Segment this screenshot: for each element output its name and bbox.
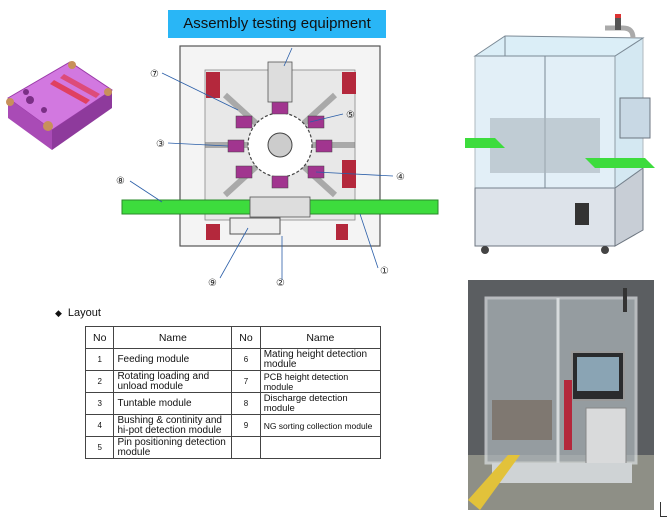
table-row: 2 Rotating loading and unload module 7 P… xyxy=(84,370,382,393)
module-name: Bushing & continity and hi-pot detection… xyxy=(113,414,233,437)
table-row: 4 Bushing & continity and hi-pot detecti… xyxy=(84,414,382,437)
machine-photo-image xyxy=(468,280,654,510)
layout-heading: ◆Layout xyxy=(55,307,101,319)
column-header-name: Name xyxy=(113,326,233,349)
part-render-image xyxy=(6,61,113,150)
module-name: Discharge detection module xyxy=(259,392,382,415)
module-name: Pin positioning detection module xyxy=(113,436,233,459)
column-header-no: No xyxy=(84,326,115,349)
table-row: 3 Tuntable module 8 Discharge detection … xyxy=(84,392,382,415)
diamond-bullet-icon: ◆ xyxy=(55,308,62,318)
module-name: NG sorting collection module xyxy=(259,414,382,437)
callout-4: ④ xyxy=(396,172,405,183)
row-number: 4 xyxy=(84,414,115,437)
row-number: 9 xyxy=(231,414,261,437)
module-name: Feeding module xyxy=(113,348,233,371)
row-number: 3 xyxy=(84,392,115,415)
module-name: Tuntable module xyxy=(113,392,233,415)
column-header-no: No xyxy=(231,326,261,349)
diagram-title: Assembly testing equipment xyxy=(168,10,386,38)
machine-render-image xyxy=(465,14,655,254)
table-row: 5 Pin positioning detection module xyxy=(84,436,382,459)
module-name: Rotating loading and unload module xyxy=(113,370,233,393)
callout-5: ⑤ xyxy=(346,110,355,121)
row-number: 2 xyxy=(84,370,115,393)
callout-1: ① xyxy=(380,266,389,277)
row-number xyxy=(231,436,261,459)
module-name: PCB height detection module xyxy=(259,370,382,393)
table-row: 1 Feeding module 6 Mating height detecti… xyxy=(84,348,382,371)
column-header-name: Name xyxy=(259,326,382,349)
callout-7: ⑦ xyxy=(150,69,159,80)
callout-9: ⑨ xyxy=(208,278,217,289)
row-number: 7 xyxy=(231,370,261,393)
row-number: 5 xyxy=(84,436,115,459)
row-number: 6 xyxy=(231,348,261,371)
layout-plan-diagram: ⑦ ⑤ ③ ④ ⑧ ⑨ ② ① xyxy=(116,45,439,289)
table-header-row: No Name No Name xyxy=(84,326,382,349)
row-number: 8 xyxy=(231,392,261,415)
module-name: Mating height detection module xyxy=(259,348,382,371)
callout-3: ③ xyxy=(156,139,165,150)
callout-8: ⑧ xyxy=(116,176,125,187)
module-name xyxy=(259,436,382,459)
callout-2: ② xyxy=(276,278,285,289)
row-number: 1 xyxy=(84,348,115,371)
corner-mark xyxy=(660,502,667,517)
layout-table: No Name No Name 1 Feeding module 6 Matin… xyxy=(84,326,382,459)
